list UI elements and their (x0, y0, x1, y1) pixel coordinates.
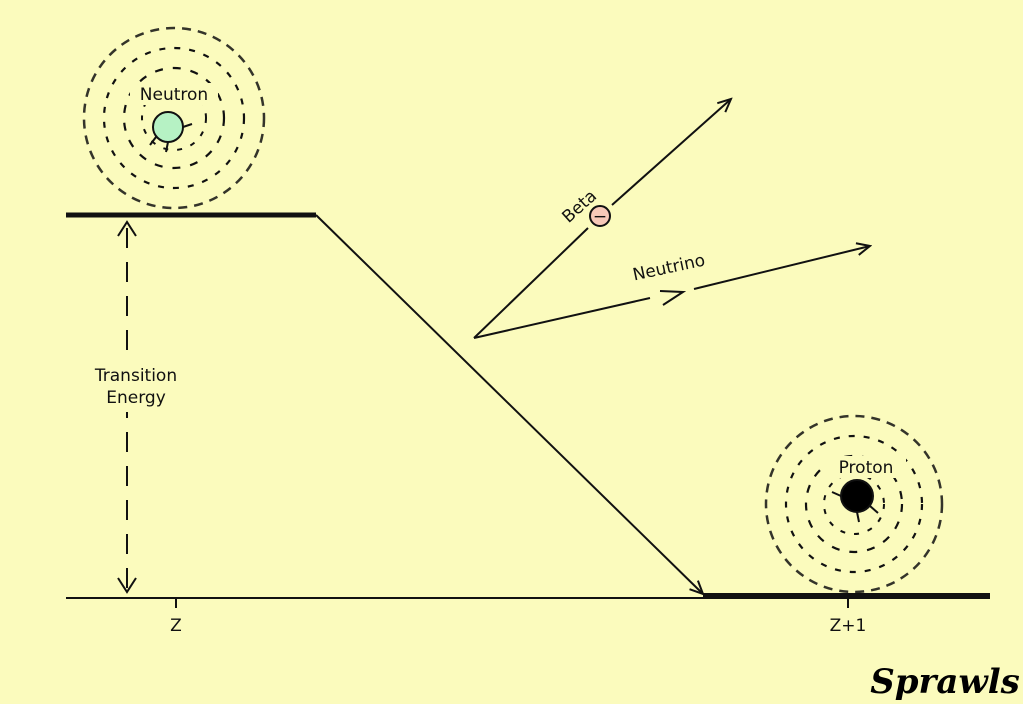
transition-energy-label-line2: Energy (106, 388, 166, 408)
tick-label-z1: Z+1 (830, 616, 867, 636)
proton-label: Proton (839, 458, 894, 478)
neutron-nucleus: Neutron (82, 26, 266, 210)
beta-particle (589, 205, 611, 227)
neutron-label: Neutron (140, 85, 208, 105)
tick-label-z: Z (170, 616, 182, 636)
transition-energy-label-line1: Transition (94, 366, 177, 386)
neutrino-path: Neutrino (473, 246, 870, 339)
beta-particle-path: − Beta (473, 99, 731, 339)
neutrino-label: Neutrino (631, 251, 707, 286)
author-signature: Sprawls (870, 662, 1020, 702)
proton-particle (840, 479, 874, 513)
proton-nucleus: Proton (764, 414, 944, 594)
neutron-particle (152, 111, 184, 143)
beta-charge-sign: − (593, 207, 607, 227)
decay-transition-arrow (315, 214, 703, 594)
